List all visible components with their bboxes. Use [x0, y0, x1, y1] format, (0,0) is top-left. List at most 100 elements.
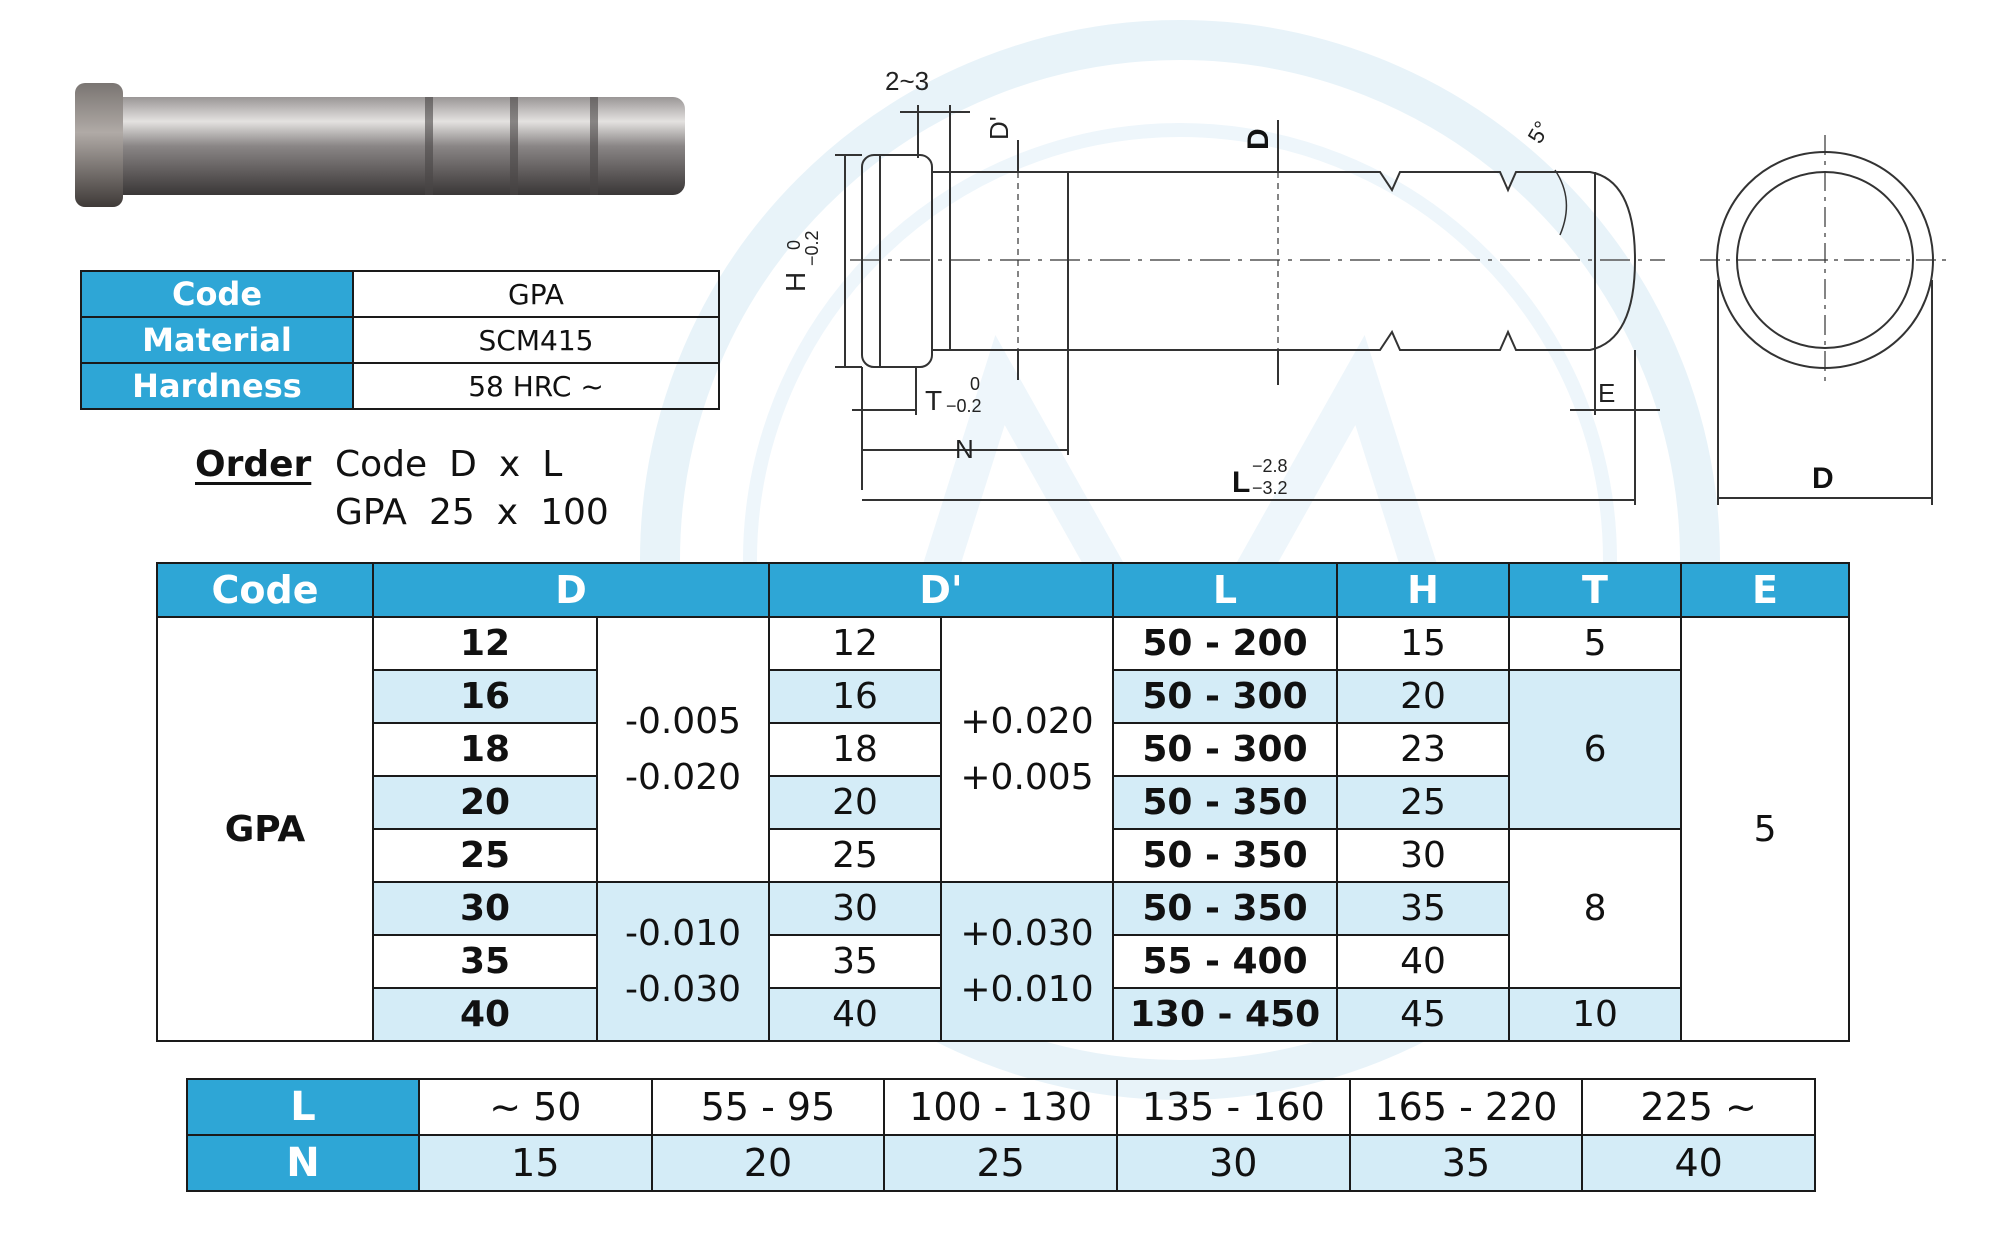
- dim-h-tol-lower: −0.2: [802, 230, 822, 266]
- cell-n: 35: [1348, 1134, 1584, 1192]
- spec-row-hardness: Hardness 58 HRC ~: [80, 362, 720, 410]
- cell-d-prime: 40: [768, 987, 943, 1042]
- cell-e: 5: [1680, 616, 1851, 1042]
- cell-l-range: 165 - 220: [1348, 1078, 1584, 1136]
- cell-l: 50 - 300: [1112, 669, 1339, 724]
- cell-t: 10: [1508, 987, 1683, 1042]
- cell-d-tolerance-1: -0.005-0.020: [595, 616, 771, 883]
- col-header-l: L: [1112, 562, 1339, 618]
- cell-t: 5: [1508, 616, 1683, 671]
- col-header-t: T: [1508, 562, 1683, 618]
- cell-l: 50 - 350: [1112, 881, 1339, 936]
- cell-d: 40: [372, 987, 598, 1042]
- cell-l: 50 - 350: [1112, 828, 1339, 883]
- cell-l: 55 - 400: [1112, 934, 1339, 989]
- cell-d-prime: 12: [768, 616, 943, 671]
- dimension-table-header: Code D D' L H T E: [156, 562, 1851, 618]
- spec-value-hardness: 58 HRC ~: [352, 362, 720, 410]
- cell-d: 35: [372, 934, 598, 989]
- row-label-n: N: [186, 1134, 420, 1192]
- cell-l-range: 225 ~: [1581, 1078, 1816, 1136]
- length-n-table: L ~ 50 55 - 95 100 - 130 135 - 160 165 -…: [186, 1078, 1816, 1192]
- cell-h: 20: [1336, 669, 1511, 724]
- cell-d-prime: 20: [768, 775, 943, 830]
- spec-label-code: Code: [80, 270, 354, 318]
- order-header-x: x: [498, 443, 521, 485]
- col-header-d: D: [371, 562, 771, 618]
- dim-l-tol-lower: −3.2: [1252, 478, 1288, 498]
- order-example-x: x: [496, 491, 519, 533]
- cell-h: 15: [1336, 616, 1511, 671]
- col-header-e: E: [1680, 562, 1851, 618]
- table-row: 35 35 55 - 400 40: [157, 934, 1849, 989]
- cell-l: 50 - 350: [1112, 775, 1339, 830]
- dim-l: L: [1232, 466, 1250, 499]
- spec-row-code: Code GPA: [80, 270, 720, 318]
- cell-h: 35: [1336, 881, 1511, 936]
- dim-e: E: [1598, 378, 1615, 408]
- cell-l-range: 135 - 160: [1115, 1078, 1351, 1136]
- cell-d-tolerance-2: -0.010-0.030: [595, 881, 771, 1042]
- cell-d: 12: [372, 616, 598, 671]
- cell-l-range: ~ 50: [418, 1078, 653, 1136]
- cell-d: 30: [372, 881, 598, 936]
- order-example: Order Code D x L GPA 25 x 100: [195, 440, 631, 536]
- cell-h: 45: [1336, 987, 1511, 1042]
- table-row: 40 40 130 - 450 45 10: [157, 987, 1849, 1042]
- col-header-d-prime: D': [768, 562, 1115, 618]
- cell-l: 50 - 200: [1112, 616, 1339, 671]
- cell-d-prime-tolerance-2: +0.030+0.010: [940, 881, 1115, 1042]
- dim-n: N: [955, 434, 974, 464]
- dim-t-tol-lower: −0.2: [946, 396, 982, 416]
- cell-l: 50 - 300: [1112, 722, 1339, 777]
- cell-h: 30: [1336, 828, 1511, 883]
- cell-code: GPA: [156, 616, 374, 1042]
- cell-h: 23: [1336, 722, 1511, 777]
- dimension-table: Code D D' L H T E GPA 12 -0.005-0.020 12…: [156, 562, 1851, 1042]
- order-example-l: 100: [540, 491, 609, 533]
- cell-h: 40: [1336, 934, 1511, 989]
- end-view-drawing: D: [1700, 135, 1952, 505]
- cell-d-prime-tolerance-1: +0.020+0.005: [940, 616, 1115, 883]
- cell-h: 25: [1336, 775, 1511, 830]
- dim-t-tol-upper: 0: [970, 374, 980, 394]
- cell-n: 15: [418, 1134, 653, 1192]
- cell-n: 25: [883, 1134, 1118, 1192]
- cell-d-prime: 16: [768, 669, 943, 724]
- cell-d-prime: 18: [768, 722, 943, 777]
- dim-h-tol-upper: 0: [784, 240, 804, 250]
- col-header-h: H: [1336, 562, 1511, 618]
- dim-t: T: [925, 385, 942, 416]
- dim-angle: 5°: [1523, 117, 1555, 148]
- cell-t: 6: [1508, 669, 1683, 830]
- cell-n: 40: [1581, 1134, 1816, 1192]
- cell-d: 25: [372, 828, 598, 883]
- end-view-d: D: [1812, 462, 1834, 495]
- order-header-code: Code: [335, 443, 428, 485]
- cell-d-prime: 25: [768, 828, 943, 883]
- table-row: 18 18 50 - 300 23: [157, 722, 1849, 777]
- spec-label-hardness: Hardness: [80, 362, 354, 410]
- table-row: L ~ 50 55 - 95 100 - 130 135 - 160 165 -…: [186, 1078, 1816, 1136]
- dim-h: H: [780, 272, 811, 292]
- cell-l: 130 - 450: [1112, 987, 1339, 1042]
- cell-t: 8: [1508, 828, 1683, 989]
- cell-n: 30: [1115, 1134, 1351, 1192]
- table-row: N 15 20 25 30 35 40: [186, 1134, 1816, 1192]
- order-example-d: 25: [428, 491, 475, 533]
- spec-value-code: GPA: [352, 270, 720, 318]
- table-row: 20 20 50 - 350 25: [157, 775, 1849, 830]
- dim-d: D: [1242, 128, 1275, 150]
- side-view-drawing: 2~3 D' D 5° H 0 −0.2 T 0 −0.2 N L −2.8 −…: [780, 66, 1665, 505]
- cell-d: 16: [372, 669, 598, 724]
- cell-d: 18: [372, 722, 598, 777]
- order-example-code: GPA: [335, 491, 407, 533]
- order-label: Order: [195, 443, 312, 485]
- table-row: 25 25 50 - 350 30 8: [157, 828, 1849, 989]
- cell-n: 20: [650, 1134, 886, 1192]
- table-row: 30 -0.010-0.030 30 +0.030+0.010 50 - 350…: [157, 881, 1849, 1042]
- dim-2-3: 2~3: [885, 66, 929, 96]
- table-row: 16 16 50 - 300 20 6: [157, 669, 1849, 830]
- col-header-code: Code: [156, 562, 374, 618]
- dim-l-tol-upper: −2.8: [1252, 456, 1288, 476]
